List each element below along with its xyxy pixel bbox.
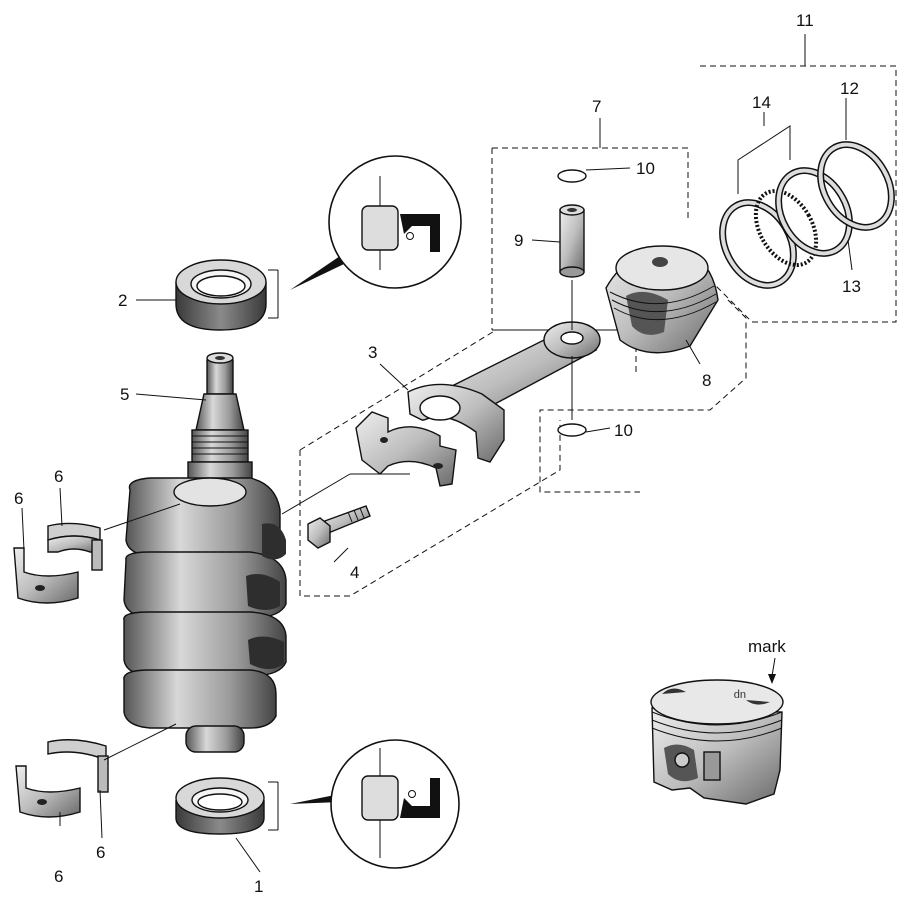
label-13: 13 xyxy=(842,277,861,296)
piston-ring-top xyxy=(817,141,895,231)
label-3: 3 xyxy=(368,343,377,362)
label-12: 12 xyxy=(840,79,859,98)
label-8: 8 xyxy=(702,371,711,390)
up-text: up xyxy=(734,689,746,701)
label-6-c: 6 xyxy=(54,867,63,886)
oil-seal-lower xyxy=(175,777,265,835)
label-11: 11 xyxy=(796,11,814,30)
piston-assembly-box xyxy=(491,118,747,493)
piston-ring-set-box xyxy=(699,34,897,323)
connecting-rod-box xyxy=(299,329,637,597)
piston-pin-clip-lower xyxy=(557,423,587,437)
label-7: 7 xyxy=(592,97,601,116)
seal-detail-upper xyxy=(268,155,462,319)
piston-pin xyxy=(559,204,585,278)
connecting-rod-bolt xyxy=(307,505,371,549)
piston-pin-clip-upper xyxy=(557,169,587,183)
callout-labels: 2 1 3 4 5 6 6 6 6 7 8 9 10 10 11 12 13 1… xyxy=(14,11,861,896)
piston-mark-view: up xyxy=(650,657,784,805)
leader-lines xyxy=(21,98,853,873)
crankshaft xyxy=(123,352,287,753)
label-14: 14 xyxy=(752,93,771,112)
piston-ring-2 xyxy=(775,167,853,257)
label-5: 5 xyxy=(120,385,129,404)
piston xyxy=(605,245,719,354)
main-bearing-lower xyxy=(15,739,109,818)
label-6-d: 6 xyxy=(96,843,105,862)
label-6-a: 6 xyxy=(54,467,63,486)
label-10-b: 10 xyxy=(614,421,633,440)
label-mark: mark xyxy=(748,637,786,656)
seal-detail-lower xyxy=(268,739,460,869)
oil-seal-upper xyxy=(175,259,267,331)
label-1: 1 xyxy=(254,877,263,896)
main-bearing-upper xyxy=(13,522,103,604)
label-4: 4 xyxy=(350,563,359,582)
label-2: 2 xyxy=(118,291,127,310)
label-6-b: 6 xyxy=(14,489,23,508)
oil-ring-expander xyxy=(753,189,819,267)
label-10-a: 10 xyxy=(636,159,655,178)
connecting-rod xyxy=(355,321,601,487)
label-9: 9 xyxy=(514,231,523,250)
